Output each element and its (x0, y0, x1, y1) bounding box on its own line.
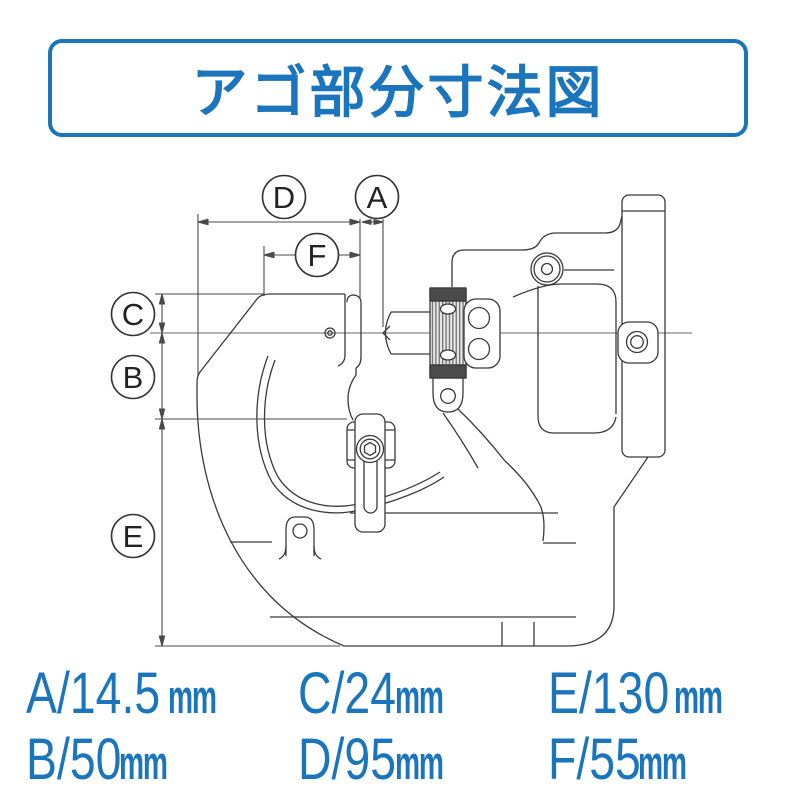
machine-body (196, 194, 666, 647)
callout-D-letter: D (273, 180, 295, 215)
measurement-C-value: C/24 (298, 660, 397, 726)
measurement-F-unit: mm (638, 735, 687, 789)
measurement-B: B/50mm (26, 726, 298, 793)
callout-F-letter: F (308, 238, 327, 273)
measurement-A-value: A/14.5 (26, 660, 161, 726)
measurement-E-unit: mm (673, 669, 723, 723)
measurement-F: F/55mm (548, 726, 778, 793)
callout-C: C (110, 291, 156, 337)
measurement-D-unit: mm (394, 735, 444, 789)
title-box: アゴ部分寸法図 (48, 39, 748, 137)
measurement-B-unit: mm (119, 735, 168, 789)
die-clamp-assembly (346, 413, 396, 533)
callout-A: A (354, 174, 400, 220)
measurement-D-value: D/95 (298, 726, 397, 792)
callout-labels: D A F C B E (110, 174, 400, 559)
callout-B: B (110, 354, 156, 400)
measurement-B-value: B/50 (26, 726, 122, 792)
callout-E-letter: E (123, 519, 144, 554)
callout-E: E (110, 513, 156, 559)
measurement-F-value: F/55 (548, 726, 641, 792)
callout-C-letter: C (122, 297, 144, 332)
measurement-C: C/24mm (298, 660, 548, 727)
callout-D: D (261, 174, 307, 220)
callout-A-letter: A (367, 180, 388, 215)
page-title: アゴ部分寸法図 (191, 60, 605, 124)
punch-assembly (382, 252, 564, 413)
callout-B-letter: B (123, 360, 144, 395)
measurement-E: E/130mm (548, 660, 778, 727)
measurement-E-value: E/130 (548, 660, 670, 726)
measurement-A-unit: mm (167, 669, 217, 723)
measurement-D: D/95mm (298, 726, 548, 793)
callout-F: F (294, 232, 340, 278)
measurement-C-unit: mm (394, 669, 444, 723)
hex-socket-icon (363, 441, 377, 457)
